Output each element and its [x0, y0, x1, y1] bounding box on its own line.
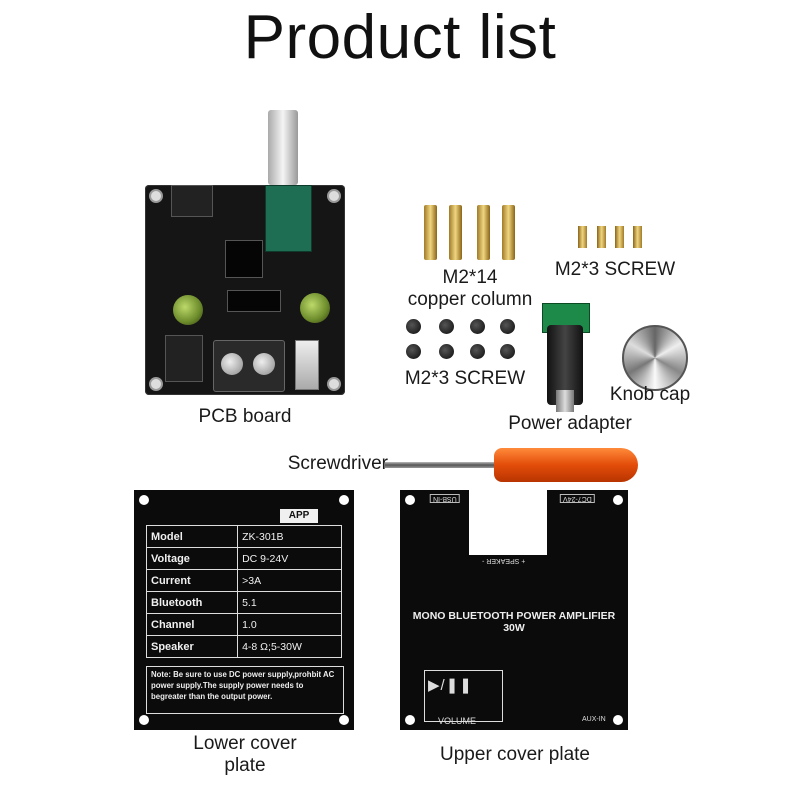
power-adapter-label: Power adapter — [508, 413, 632, 434]
black-screw — [439, 319, 454, 334]
power-adapter-plug — [556, 390, 574, 412]
knob-cap-image — [622, 325, 688, 391]
plate-note: Note: Be sure to use DC power supply,pro… — [146, 666, 344, 714]
knob-cap-label: Knob cap — [609, 384, 691, 405]
black-screw-label: M2*3 SCREW — [404, 368, 526, 389]
plate-cutout — [469, 490, 547, 555]
potentiometer-shaft — [268, 110, 298, 185]
screwdriver-label: Screwdriver — [287, 453, 388, 474]
copper-column-label-line2: copper column — [407, 289, 533, 310]
mount-hole — [327, 189, 341, 203]
black-screw — [470, 319, 485, 334]
plate-hole — [339, 495, 349, 505]
pcb-label: PCB board — [198, 406, 292, 427]
terminal-screw — [221, 353, 243, 375]
pcb-board-image — [145, 185, 345, 395]
spec-key: Current — [145, 569, 239, 592]
black-screw — [500, 319, 515, 334]
app-tag: APP — [280, 509, 318, 523]
screwdriver-shaft — [385, 462, 497, 468]
audio-jack — [171, 185, 213, 217]
plate-hole — [405, 495, 415, 505]
brass-screw — [578, 226, 587, 248]
terminal-screw — [253, 353, 275, 375]
spec-value: 4-8 Ω;5-30W — [237, 635, 342, 658]
black-screw — [500, 344, 515, 359]
usb-port — [295, 340, 319, 390]
potentiometer — [265, 185, 312, 252]
lower-plate-label-line1: Lower cover — [193, 733, 297, 754]
mount-hole — [327, 377, 341, 391]
spec-value: 5.1 — [237, 591, 342, 614]
spec-key: Voltage — [145, 547, 239, 570]
spec-value: >3A — [237, 569, 342, 592]
upper-plate-title: MONO BLUETOOTH POWER AMPLIFIER 30W — [412, 610, 616, 634]
usb-in-label: USB-IN — [430, 494, 460, 503]
mount-hole — [149, 189, 163, 203]
table-row: Current>3A — [145, 569, 342, 592]
capacitor — [173, 295, 203, 325]
plate-hole — [339, 715, 349, 725]
page-title: Product list — [243, 3, 557, 72]
black-screw — [439, 344, 454, 359]
dc-in-label: DC7-24V — [560, 494, 595, 503]
bluetooth-chip — [225, 240, 263, 278]
copper-column — [424, 205, 437, 260]
lower-plate-label-line2: plate — [224, 755, 266, 776]
plate-hole — [139, 715, 149, 725]
brass-screw — [597, 226, 606, 248]
spec-value: DC 9-24V — [237, 547, 342, 570]
amplifier-chip — [227, 290, 281, 312]
plate-hole — [613, 495, 623, 505]
black-screw — [470, 344, 485, 359]
copper-column — [477, 205, 490, 260]
plate-hole — [405, 715, 415, 725]
copper-column — [449, 205, 462, 260]
copper-column-label-line1: M2*14 — [442, 267, 498, 288]
spec-value: 1.0 — [237, 613, 342, 636]
play-pause-icon: ▶/❚❚ — [428, 677, 473, 694]
spec-key: Model — [145, 525, 239, 548]
control-panel-box — [424, 670, 503, 722]
dc-jack — [165, 335, 203, 382]
screwdriver-handle — [494, 448, 638, 482]
spec-key: Speaker — [145, 635, 239, 658]
volume-label: VOLUME — [438, 716, 477, 726]
black-screw — [406, 319, 421, 334]
spec-key: Bluetooth — [145, 591, 239, 614]
spec-value: ZK-301B — [237, 525, 342, 548]
aux-in-label: AUX-IN — [582, 716, 606, 723]
speaker-label: + SPEAKER - — [482, 557, 526, 564]
black-screw — [406, 344, 421, 359]
mount-hole — [149, 377, 163, 391]
upper-plate-label: Upper cover plate — [440, 744, 590, 765]
lower-plate-label: Lower cover plate — [160, 733, 330, 777]
capacitor — [300, 293, 330, 323]
spec-key: Channel — [145, 613, 239, 636]
copper-column — [502, 205, 515, 260]
upper-cover-plate-image: USB-IN DC7-24V + SPEAKER - MONO BLUETOOT… — [400, 490, 628, 730]
plate-hole — [613, 715, 623, 725]
brass-screw — [633, 226, 642, 248]
brass-screw-label: M2*3 SCREW — [554, 259, 676, 280]
brass-screw — [615, 226, 624, 248]
plate-hole — [139, 495, 149, 505]
copper-column-label: M2*14 copper column — [390, 267, 550, 311]
